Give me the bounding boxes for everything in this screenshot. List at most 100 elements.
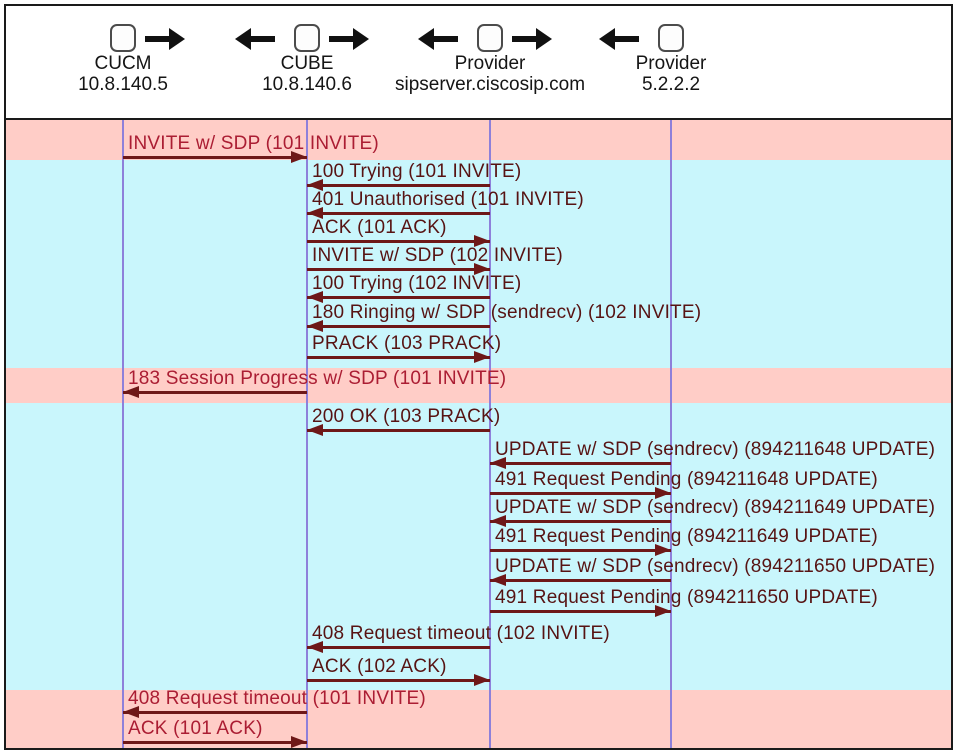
message-arrow-line <box>490 549 671 552</box>
message-arrow-line <box>307 212 490 215</box>
message-row[interactable]: ACK (101 ACK) <box>307 217 490 247</box>
message-arrow-line <box>307 679 490 682</box>
message-arrowhead <box>307 641 323 653</box>
message-row[interactable]: 100 Trying (102 INVITE) <box>307 273 521 303</box>
header-separator <box>6 118 953 120</box>
message-arrowhead <box>307 291 323 303</box>
message-arrowhead <box>123 706 139 718</box>
message-arrowhead <box>474 263 490 275</box>
message-row[interactable]: 491 Request Pending (894211648 UPDATE) <box>490 469 878 499</box>
node-name: CUBE <box>280 53 334 74</box>
message-arrowhead <box>307 320 323 332</box>
message-label: ACK (101 ACK) <box>312 217 447 238</box>
message-arrowhead <box>291 151 307 163</box>
message-arrowhead <box>474 674 490 686</box>
message-row[interactable]: 401 Unauthorised (101 INVITE) <box>307 189 584 219</box>
message-arrow-line <box>307 296 490 299</box>
device-icon <box>294 24 320 52</box>
message-row[interactable]: 408 Request timeout (102 INVITE) <box>307 623 610 653</box>
device-icon <box>110 24 136 52</box>
left-arrow-icon <box>235 28 275 55</box>
message-arrow-line <box>307 325 490 328</box>
message-row[interactable]: UPDATE w/ SDP (sendrecv) (894211649 UPDA… <box>490 497 935 527</box>
lifeline <box>670 120 672 749</box>
message-label: 408 Request timeout (101 INVITE) <box>128 688 426 709</box>
message-arrow-line <box>490 462 671 465</box>
message-row[interactable]: 100 Trying (101 INVITE) <box>307 161 521 191</box>
message-arrowhead <box>655 605 671 617</box>
message-arrow-line <box>490 579 671 582</box>
band-pink <box>6 368 953 403</box>
message-arrow-line <box>490 610 671 613</box>
message-arrowhead <box>307 179 323 191</box>
message-label: 491 Request Pending (894211649 UPDATE) <box>495 526 878 547</box>
message-arrow-line <box>490 520 671 523</box>
right-arrow-icon <box>329 28 369 55</box>
device-icon <box>477 24 503 52</box>
message-label: 183 Session Progress w/ SDP (101 INVITE) <box>128 368 507 389</box>
message-row[interactable]: 200 OK (103 PRACK) <box>307 406 500 436</box>
message-label: UPDATE w/ SDP (sendrecv) (894211650 UPDA… <box>495 556 936 577</box>
message-arrowhead <box>490 515 506 527</box>
lifeline <box>489 120 491 749</box>
right-arrow-icon <box>512 28 552 55</box>
message-arrow-line <box>307 356 490 359</box>
band-pink <box>6 120 953 160</box>
message-arrow-line <box>123 156 307 159</box>
message-label: 180 Ringing w/ SDP (sendrecv) (102 INVIT… <box>312 302 702 323</box>
node-address: sipserver.ciscosip.com <box>394 74 586 95</box>
message-arrowhead <box>307 207 323 219</box>
message-row[interactable]: PRACK (103 PRACK) <box>307 333 501 363</box>
message-arrowhead <box>490 457 506 469</box>
left-arrow-icon <box>418 28 458 55</box>
message-row[interactable]: INVITE w/ SDP (102 INVITE) <box>307 245 563 275</box>
message-arrowhead <box>655 544 671 556</box>
node-name: CUCM <box>94 53 152 74</box>
message-label: 401 Unauthorised (101 INVITE) <box>312 189 584 210</box>
left-arrow-icon <box>599 28 639 55</box>
message-row[interactable]: INVITE w/ SDP (101 INVITE) <box>123 133 379 163</box>
message-label: UPDATE w/ SDP (sendrecv) (894211649 UPDA… <box>495 497 936 518</box>
message-label: 100 Trying (102 INVITE) <box>312 273 522 294</box>
message-label: INVITE w/ SDP (101 INVITE) <box>128 133 379 154</box>
message-row[interactable]: ACK (102 ACK) <box>307 656 490 686</box>
message-arrow-line <box>490 492 671 495</box>
message-arrowhead <box>474 351 490 363</box>
message-label: 491 Request Pending (894211648 UPDATE) <box>495 469 878 490</box>
message-arrowhead <box>123 386 139 398</box>
message-label: PRACK (103 PRACK) <box>312 333 502 354</box>
message-arrow-line <box>307 184 490 187</box>
message-arrow-line <box>307 429 490 432</box>
message-row[interactable]: ACK (101 ACK) <box>123 718 307 748</box>
message-label: ACK (101 ACK) <box>128 718 263 739</box>
node-address: 10.8.140.5 <box>78 74 168 95</box>
node-address: 10.8.140.6 <box>262 74 352 95</box>
node-name: Provider <box>635 53 707 74</box>
message-arrow-line <box>123 391 307 394</box>
message-label: 200 OK (103 PRACK) <box>312 406 501 427</box>
message-arrowhead <box>291 736 307 748</box>
message-arrowhead <box>655 487 671 499</box>
message-row[interactable]: 408 Request timeout (101 INVITE) <box>123 688 426 718</box>
message-label: ACK (102 ACK) <box>312 656 447 677</box>
band-pink <box>6 690 953 749</box>
device-icon <box>658 24 684 52</box>
message-row[interactable]: UPDATE w/ SDP (sendrecv) (894211650 UPDA… <box>490 556 935 586</box>
right-arrow-icon <box>145 28 185 55</box>
message-arrowhead <box>474 235 490 247</box>
message-label: 100 Trying (101 INVITE) <box>312 161 522 182</box>
message-row[interactable]: UPDATE w/ SDP (sendrecv) (894211648 UPDA… <box>490 439 935 469</box>
node-name: Provider <box>454 53 526 74</box>
message-arrowhead <box>307 424 323 436</box>
message-arrow-line <box>307 646 490 649</box>
node-address: 5.2.2.2 <box>641 74 701 95</box>
message-arrow-line <box>123 741 307 744</box>
message-row[interactable]: 183 Session Progress w/ SDP (101 INVITE) <box>123 368 506 398</box>
message-label: 408 Request timeout (102 INVITE) <box>312 623 610 644</box>
message-row[interactable]: 491 Request Pending (894211649 UPDATE) <box>490 526 878 556</box>
message-row[interactable]: 491 Request Pending (894211650 UPDATE) <box>490 587 878 617</box>
message-arrow-line <box>307 240 490 243</box>
message-row[interactable]: 180 Ringing w/ SDP (sendrecv) (102 INVIT… <box>307 302 701 332</box>
lifeline <box>122 120 124 749</box>
